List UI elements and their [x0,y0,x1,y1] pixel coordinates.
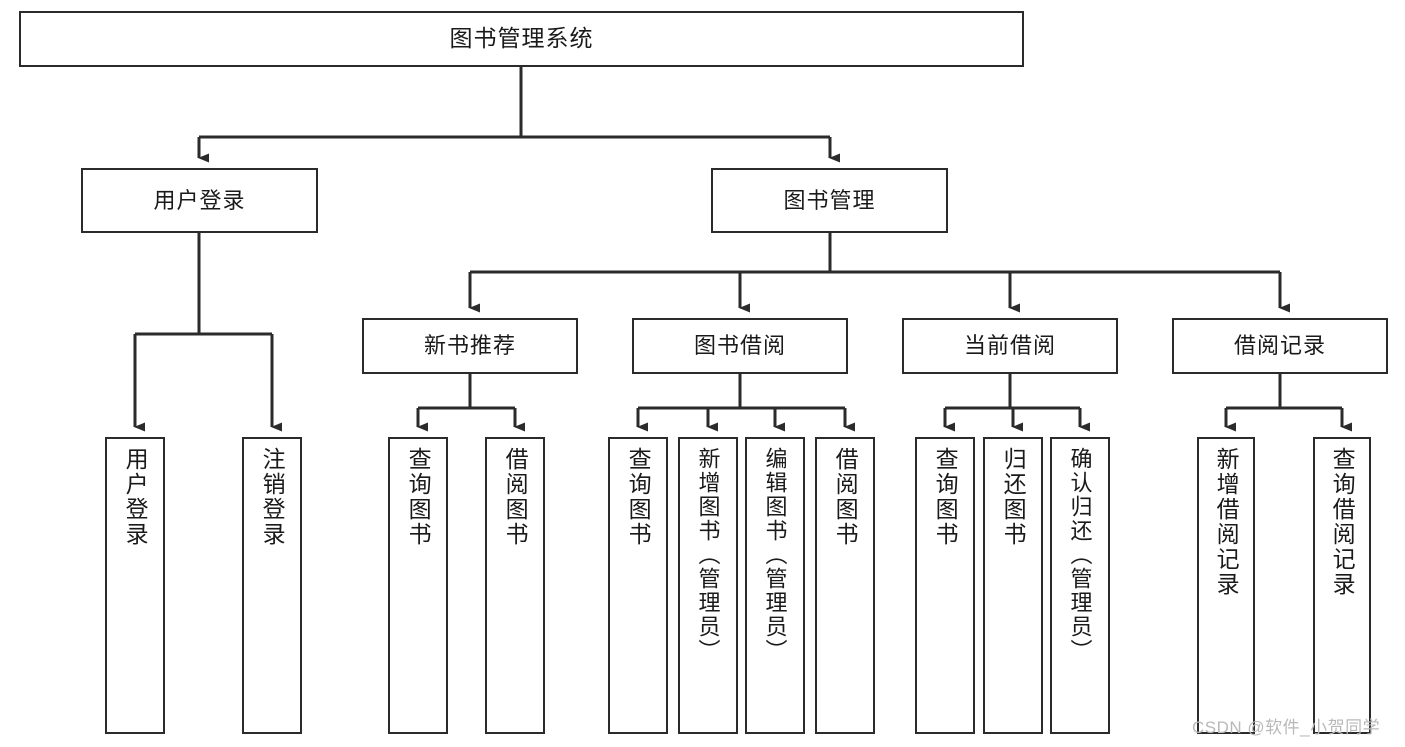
node-leaf-borrow-book-rec[interactable]: 借阅图书 [485,437,545,734]
node-leaf-user-login[interactable]: 用户登录 [105,437,165,734]
node-leaf-confirm-return[interactable]: 确认归还（管理员） [1050,437,1110,734]
node-leaf-return-book[interactable]: 归还图书 [983,437,1043,734]
node-leaf-query-book-rec-label: 查询图书 [405,447,432,547]
node-borrow-record[interactable]: 借阅记录 [1172,318,1388,374]
node-leaf-query-book-cur-label: 查询图书 [932,447,959,547]
node-book-manage-label: 图书管理 [783,187,876,213]
node-leaf-query-record[interactable]: 查询借阅记录 [1313,437,1371,734]
node-new-book-rec[interactable]: 新书推荐 [362,318,578,374]
node-leaf-return-book-label: 归还图书 [1000,447,1027,547]
node-leaf-add-record[interactable]: 新增借阅记录 [1197,437,1255,734]
node-leaf-query-book-cur[interactable]: 查询图书 [915,437,975,734]
node-leaf-edit-book[interactable]: 编辑图书（管理员） [745,437,805,734]
node-root[interactable]: 图书管理系统 [19,11,1024,67]
node-leaf-add-book-label: 新增图书（管理员） [695,447,721,663]
node-leaf-edit-book-label: 编辑图书（管理员） [762,447,788,663]
node-leaf-logout[interactable]: 注销登录 [242,437,302,734]
node-leaf-add-record-label: 新增借阅记录 [1213,447,1240,597]
node-leaf-borrow-book-rec-label: 借阅图书 [502,447,529,547]
node-leaf-query-book-rec[interactable]: 查询图书 [388,437,448,734]
node-leaf-borrow-book[interactable]: 借阅图书 [815,437,875,734]
node-leaf-confirm-return-label: 确认归还（管理员） [1067,447,1093,663]
node-root-label: 图书管理系统 [449,25,594,52]
node-borrow-record-label: 借阅记录 [1233,333,1326,359]
node-book-borrow[interactable]: 图书借阅 [632,318,848,374]
node-current-borrow[interactable]: 当前借阅 [902,318,1118,374]
watermark-csdn: CSDN @软件_小贺同学 [1192,718,1381,737]
node-book-manage[interactable]: 图书管理 [711,168,948,233]
node-new-book-rec-label: 新书推荐 [423,333,516,359]
node-leaf-logout-label: 注销登录 [259,447,286,547]
node-leaf-user-login-label: 用户登录 [122,447,149,547]
node-leaf-borrow-book-label: 借阅图书 [832,447,859,547]
node-user-login[interactable]: 用户登录 [81,168,318,233]
node-leaf-query-record-label: 查询借阅记录 [1329,447,1356,597]
node-leaf-add-book[interactable]: 新增图书（管理员） [678,437,738,734]
node-leaf-query-book-borrow-label: 查询图书 [625,447,652,547]
node-user-login-label: 用户登录 [153,187,246,213]
node-current-borrow-label: 当前借阅 [963,333,1056,359]
node-leaf-query-book-borrow[interactable]: 查询图书 [608,437,668,734]
node-book-borrow-label: 图书借阅 [693,333,786,359]
